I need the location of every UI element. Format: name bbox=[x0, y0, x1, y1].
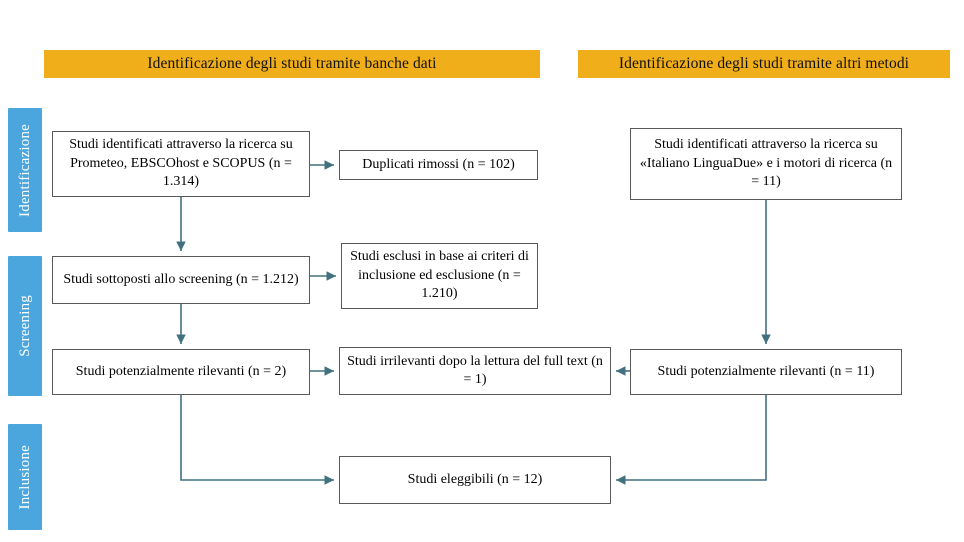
stage-bar-screening-label: Screening bbox=[16, 295, 33, 357]
box-studi-identificati-banche-dati: Studi identificati attraverso la ricerca… bbox=[52, 131, 310, 197]
box-studi-sottoposti-screening: Studi sottoposti allo screening (n = 1.2… bbox=[52, 256, 310, 304]
stage-bar-inclusione: Inclusione bbox=[8, 424, 42, 530]
box-duplicates-text: Duplicati rimossi (n = 102) bbox=[362, 156, 515, 172]
banner-databases-label: Identificazione degli studi tramite banc… bbox=[147, 54, 437, 72]
box-excluded-text: Studi esclusi in base ai criteri di incl… bbox=[350, 249, 529, 302]
arrow-relevant-right-to-eligible bbox=[616, 395, 767, 485]
box-studi-potenzialmente-rilevanti-destra: Studi potenzialmente rilevanti (n = 11) bbox=[630, 349, 902, 395]
box-screened-text: Studi sottoposti allo screening (n = 1.2… bbox=[63, 271, 299, 287]
box-studi-identificati-altri-metodi: Studi identificati attraverso la ricerca… bbox=[630, 128, 902, 200]
box-irrelevant-text: Studi irrilevanti dopo la lettura del fu… bbox=[347, 353, 603, 387]
box-studi-esclusi-criteri: Studi esclusi in base ai criteri di incl… bbox=[341, 243, 538, 309]
banner-identification-databases: Identificazione degli studi tramite banc… bbox=[44, 50, 540, 78]
box-relevant-left-text: Studi potenzialmente rilevanti (n = 2) bbox=[75, 363, 287, 379]
banner-other-methods-label: Identificazione degli studi tramite altr… bbox=[618, 54, 910, 72]
stage-bar-inclusione-label: Inclusione bbox=[16, 444, 33, 510]
box-identified-other-text: Studi identificati attraverso la ricerca… bbox=[639, 137, 893, 190]
stage-bar-screening: Screening bbox=[8, 256, 42, 396]
box-studi-potenzialmente-rilevanti-sinistra: Studi potenzialmente rilevanti (n = 2) bbox=[52, 349, 310, 395]
box-identified-db-text: Studi identificati attraverso la ricerca… bbox=[69, 137, 293, 190]
box-studi-eleggibili: Studi eleggibili (n = 12) bbox=[339, 456, 611, 504]
stage-bar-identificazione: Identificazione bbox=[8, 108, 42, 232]
box-eligible-text: Studi eleggibili (n = 12) bbox=[407, 471, 543, 487]
arrow-relevant-left-to-eligible bbox=[180, 395, 334, 485]
box-studi-irrilevanti-full-text: Studi irrilevanti dopo la lettura del fu… bbox=[339, 347, 611, 395]
banner-identification-other-methods: Identificazione degli studi tramite altr… bbox=[578, 50, 950, 78]
stage-bar-identificazione-label: Identificazione bbox=[16, 123, 33, 217]
box-duplicati-rimossi: Duplicati rimossi (n = 102) bbox=[339, 150, 538, 180]
box-relevant-right-text: Studi potenzialmente rilevanti (n = 11) bbox=[657, 363, 875, 379]
